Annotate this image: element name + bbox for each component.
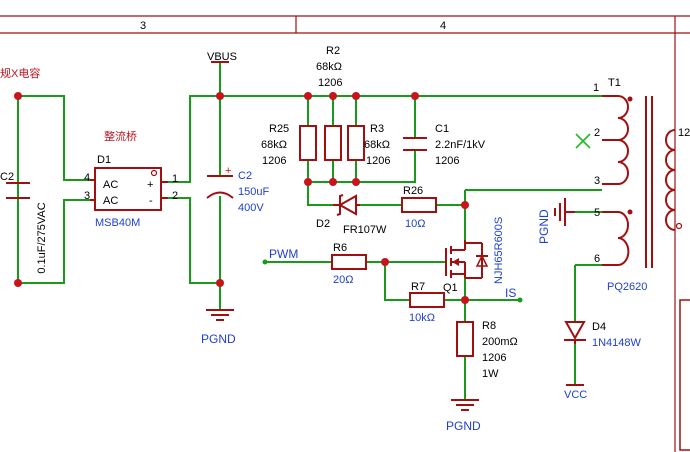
d2-diode: D2 FR107W (316, 194, 387, 236)
r26-ref: R26 (403, 185, 423, 197)
q1-ref: Q1 (443, 282, 458, 294)
vbus-net: VBUS (207, 51, 237, 63)
is-label: IS (505, 286, 516, 300)
x-cap-note: 规X电容 (0, 66, 40, 80)
r7-value: 10kΩ (409, 312, 435, 324)
t1-pin-2: 2 (594, 127, 600, 139)
pgnd-label-left: PGND (201, 332, 236, 346)
c1-value: 2.2nF/1kV (435, 139, 486, 151)
q1-mosfet: Q1 NJH65R600S (443, 217, 505, 294)
r8-power: 1W (482, 368, 499, 380)
pgnd-label-right: PGND (446, 419, 481, 433)
q1-part: NJH65R600S (493, 217, 505, 284)
junctions (14, 92, 469, 304)
d1-pin-2: 2 (172, 190, 178, 202)
no-connect-icon (575, 133, 591, 149)
zone-4-label: 4 (440, 20, 446, 32)
d1-bridge-rectifier: D1 AC AC + - 1 2 3 4 MSB40M (84, 154, 178, 229)
pgnd-symbol-left: PGND (201, 309, 236, 346)
r25-ref: R25 (269, 123, 289, 135)
d1-ref: D1 (97, 154, 111, 166)
d1-pin-3: 3 (84, 190, 90, 202)
zone-3-label: 3 (140, 20, 146, 32)
t1-pin-5: 5 (594, 207, 600, 219)
r3-value: 68kΩ (364, 139, 390, 151)
pgnd-symbol-transformer: PGND (537, 198, 575, 244)
r8-value: 200mΩ (482, 336, 518, 348)
t1-pin-12: 12 (678, 127, 690, 139)
pgnd-label-transformer: PGND (537, 209, 551, 244)
d2-part: FR107W (343, 224, 387, 236)
c2-plus: + (225, 165, 231, 177)
x-capacitor: C2 0.1uF/275VAC (0, 171, 48, 274)
r3-ref: R3 (370, 123, 384, 135)
t1-pin-6: 6 (594, 253, 600, 265)
d1-minus-label: - (149, 195, 153, 207)
r6-ref: R6 (333, 242, 347, 254)
x-cap-ref: C2 (0, 171, 14, 183)
d2-ref: D2 (316, 218, 330, 230)
vcc-label: VCC (564, 389, 587, 401)
pwm-label: PWM (269, 247, 298, 261)
d1-pin-1: 1 (172, 173, 178, 185)
r8-resistor: R8 200mΩ 1206 1W (456, 320, 518, 380)
r25-value: 68kΩ (261, 139, 287, 151)
c2-value: 150uF (238, 186, 269, 198)
resistor-array: R25 68kΩ 1206 R3 68kΩ 1206 (261, 123, 390, 167)
r7-resistor: R7 10kΩ (409, 281, 445, 324)
r8-package: 1206 (482, 352, 506, 364)
x-cap-value: 0.1uF/275VAC (36, 202, 48, 273)
t1-pin-1: 1 (593, 82, 599, 94)
r7-ref: R7 (411, 281, 425, 293)
r6-value: 20Ω (333, 274, 353, 286)
vcc-net: VCC (564, 384, 587, 401)
r25-package: 1206 (262, 155, 286, 167)
t1-pin-3: 3 (594, 175, 600, 187)
t1-ref: T1 (608, 77, 621, 89)
r2-ref: R2 (326, 45, 340, 57)
rectifier-note: 整流桥 (104, 129, 137, 143)
d1-ac2-label: AC (103, 195, 118, 207)
c1-package: 1206 (435, 155, 459, 167)
d1-plus-label: + (147, 179, 153, 191)
t1-transformer: T1 1 2 3 5 6 12 PQ2620 (593, 77, 690, 293)
d4-part: 1N4148W (592, 337, 642, 349)
is-net: IS (505, 286, 523, 303)
r3-package: 1206 (366, 155, 390, 167)
r26-resistor: R26 10Ω (401, 185, 437, 230)
r8-ref: R8 (482, 320, 496, 332)
c2-voltage: 400V (238, 202, 264, 214)
r2-value: 68kΩ (316, 61, 342, 73)
c2-ref: C2 (238, 170, 252, 182)
r26-value: 10Ω (405, 218, 425, 230)
d1-part: MSB40M (95, 217, 140, 229)
d4-ref: D4 (592, 321, 606, 333)
d1-ac1-label: AC (103, 179, 118, 191)
pwm-net: PWM (262, 247, 298, 265)
pgnd-symbol-right: PGND (446, 399, 481, 433)
t1-part: PQ2620 (607, 281, 647, 293)
d1-pin-4: 4 (84, 172, 90, 184)
r6-resistor: R6 20Ω (331, 242, 367, 286)
c1-ref: C1 (435, 123, 449, 135)
c1-capacitor: C1 2.2nF/1kV 1206 (403, 123, 486, 167)
d4-diode: D4 1N4148W (564, 321, 642, 349)
drawing-frame: 3 4 (0, 15, 690, 452)
r2-package: 1206 (318, 77, 342, 89)
c2-bulk-capacitor: + C2 150uF 400V (206, 165, 269, 214)
vbus-label: VBUS (207, 51, 237, 63)
offpage-box (679, 299, 690, 451)
wires (8, 62, 602, 400)
r2-resistor-label: R2 68kΩ 1206 (316, 45, 342, 89)
